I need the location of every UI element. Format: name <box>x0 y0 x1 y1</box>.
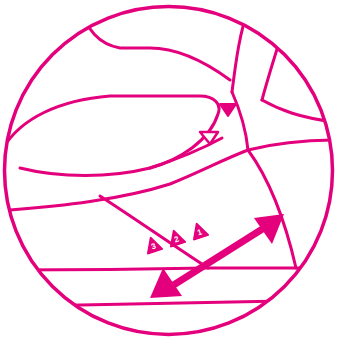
handle-line <box>232 4 250 92</box>
shell-side <box>232 92 248 150</box>
shell-edge <box>78 6 230 80</box>
position-marker: 1 <box>188 219 210 241</box>
indicator-arrow <box>220 104 236 116</box>
seat-shell <box>2 96 219 176</box>
base-top <box>10 140 336 210</box>
position-marker: 2 <box>165 226 187 248</box>
frame-circle <box>5 7 333 335</box>
base-side <box>248 150 296 268</box>
adjust-arrow <box>150 214 284 298</box>
indicator-outline <box>200 132 218 144</box>
